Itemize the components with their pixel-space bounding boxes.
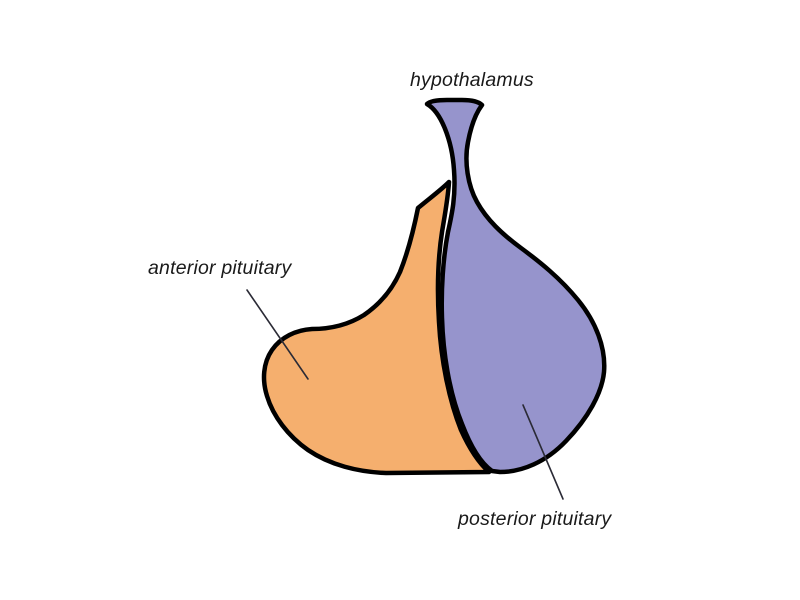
anterior-pituitary-leader-line: [246, 289, 309, 380]
anterior-pituitary-shape: [261, 179, 492, 476]
label-anterior-pituitary: anterior pituitary: [148, 257, 292, 279]
label-posterior-pituitary: posterior pituitary: [457, 508, 612, 530]
posterior-pituitary-leader-line: [522, 404, 564, 500]
label-hypothalamus: hypothalamus: [410, 69, 534, 91]
hypothalamus-and-posterior-pituitary-shape: [424, 97, 607, 475]
